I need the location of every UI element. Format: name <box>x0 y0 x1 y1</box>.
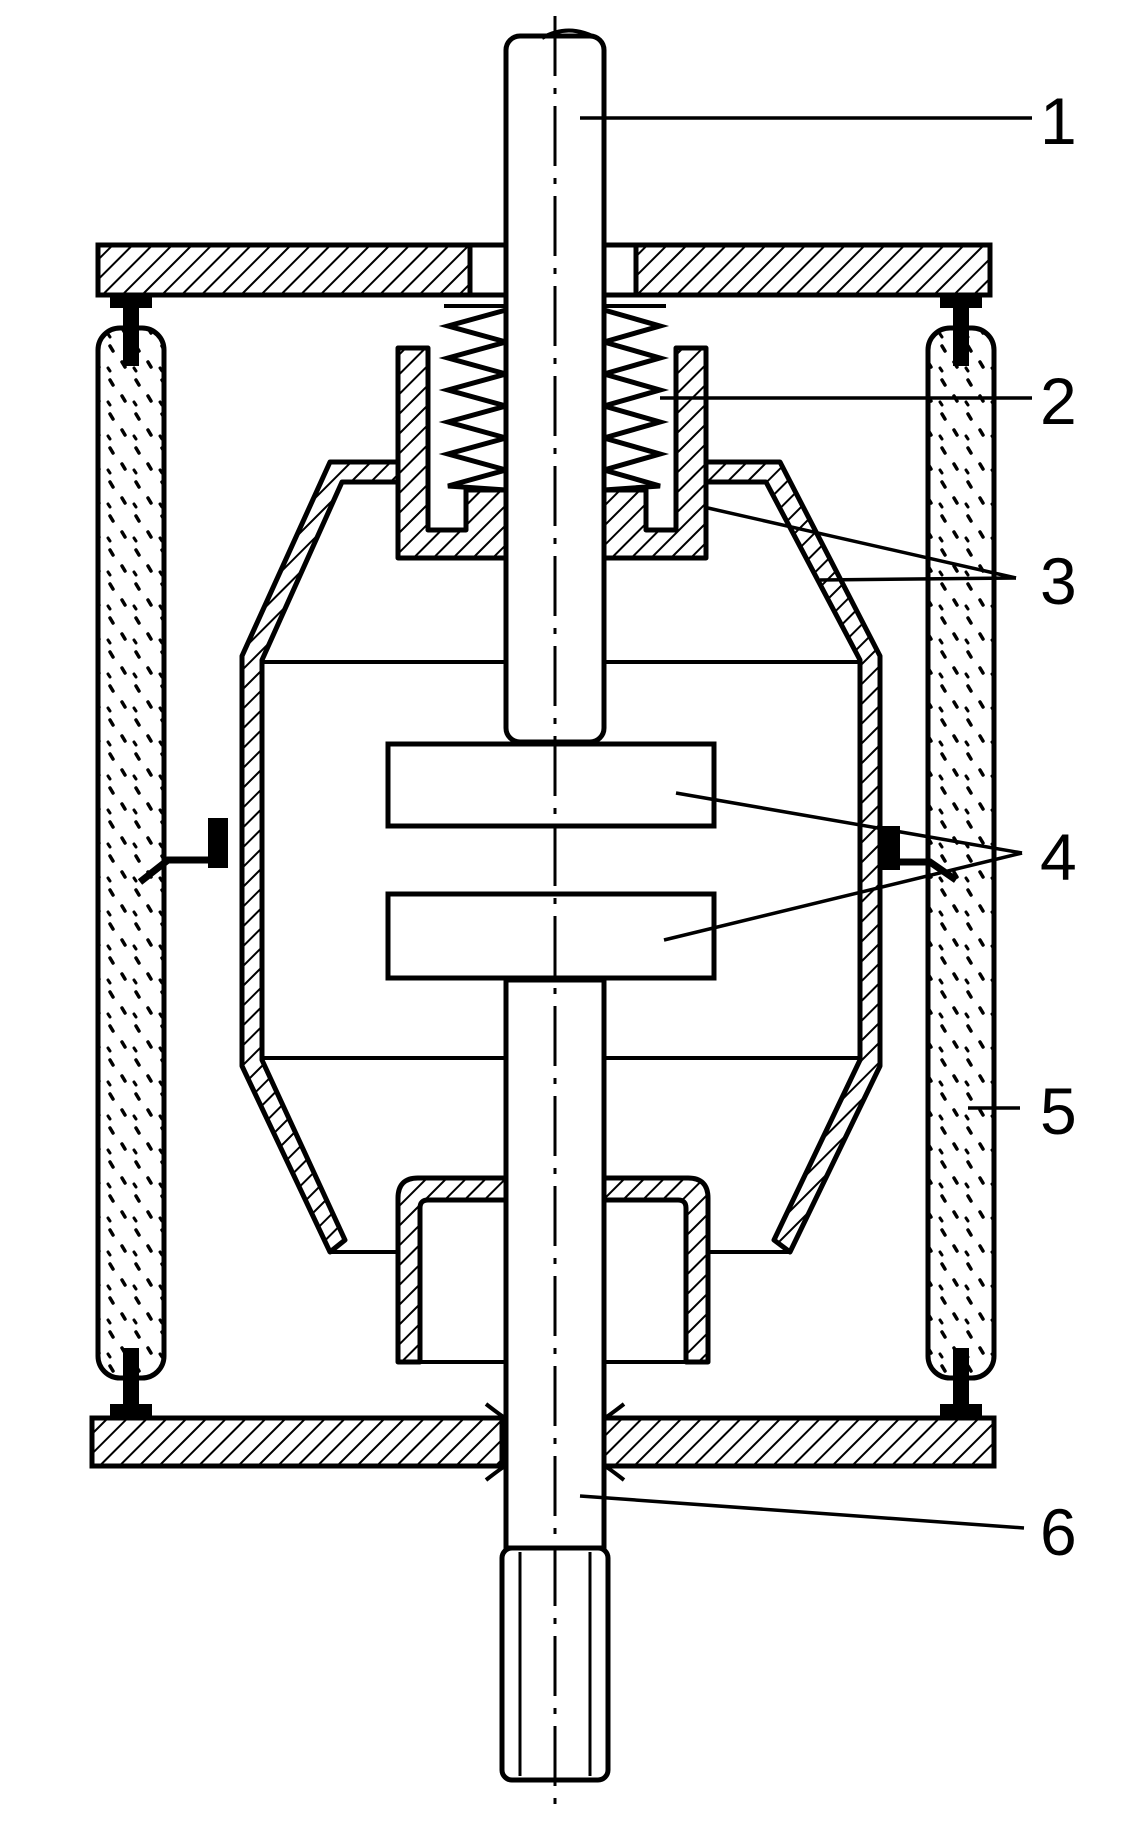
lower-contact <box>385 891 717 981</box>
shield-support-left <box>137 818 228 885</box>
callout-4: 4 <box>1040 820 1077 894</box>
callout-3: 3 <box>1040 544 1077 618</box>
callout-labels: 1 2 3 4 5 6 <box>1040 84 1077 1569</box>
left-insulator-tube <box>95 296 167 1418</box>
contacts <box>385 741 717 981</box>
bottom-end-plate <box>89 1415 997 1469</box>
callout-6: 6 <box>1040 1495 1077 1569</box>
upper-contact <box>385 741 717 829</box>
inner-shield-lines <box>262 660 860 1060</box>
callout-2: 2 <box>1040 364 1077 438</box>
leader-lines <box>579 116 1032 1530</box>
right-insulator-tube <box>925 296 997 1418</box>
callout-1: 1 <box>1040 84 1077 158</box>
callout-5: 5 <box>1040 1074 1077 1148</box>
shield-support-right <box>880 826 958 883</box>
upper-bellows-cup <box>395 345 709 561</box>
